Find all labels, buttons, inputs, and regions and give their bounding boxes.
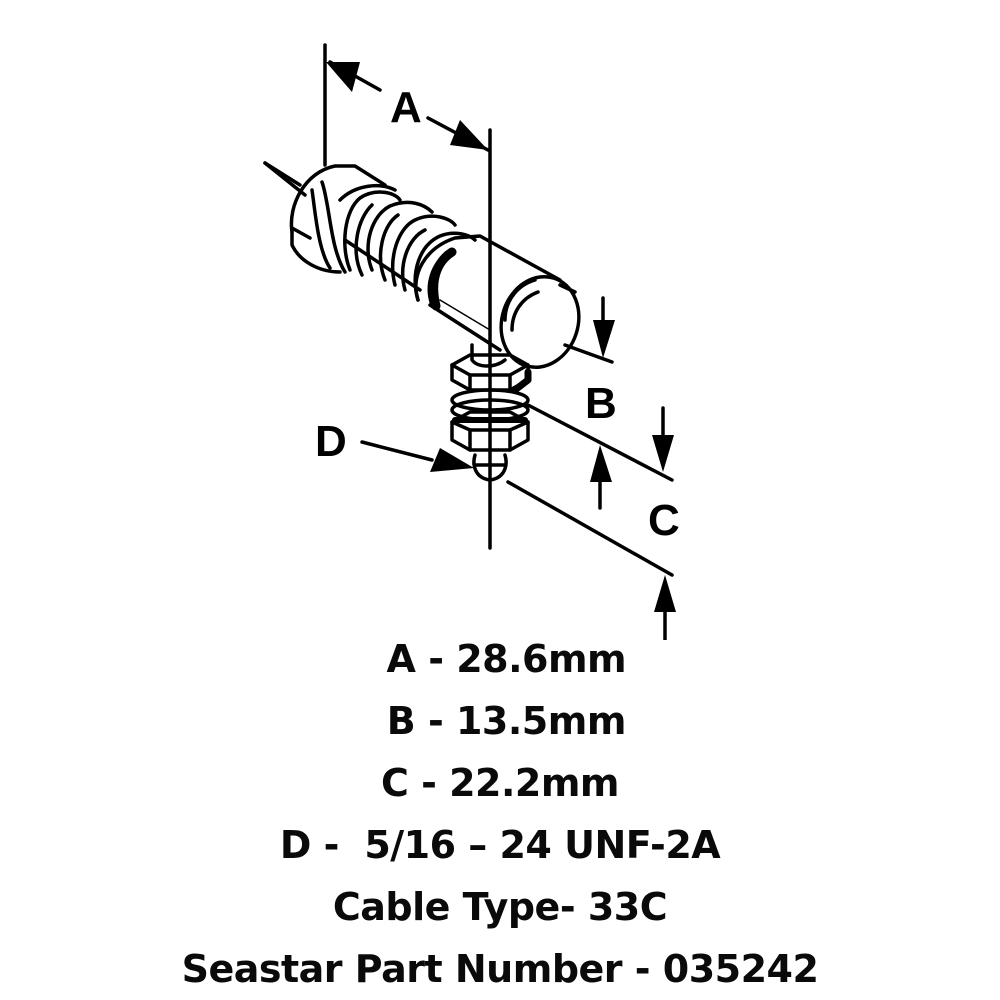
cable-wire bbox=[263, 161, 307, 197]
part-drawing: A B C D bbox=[263, 43, 680, 640]
threaded-body bbox=[338, 183, 477, 302]
spec-d: D - 5/16 – 24 UNF-2A bbox=[279, 823, 721, 867]
arrow-c-up-lower bbox=[654, 575, 676, 612]
end-collar bbox=[289, 164, 387, 274]
callout-d: D bbox=[315, 417, 347, 466]
callout-c: C bbox=[648, 496, 680, 545]
spec-a: A - 28.6mm bbox=[373, 637, 627, 681]
part-number: Seastar Part Number - 035242 bbox=[181, 947, 819, 991]
cable-type: Cable Type- 33C bbox=[332, 885, 668, 929]
barrel bbox=[414, 234, 562, 352]
callout-b: B bbox=[585, 379, 617, 428]
arrow-b-down bbox=[593, 320, 615, 358]
arrow-c-down bbox=[652, 435, 674, 472]
arrow-a-right bbox=[450, 120, 488, 150]
callout-a: A bbox=[390, 83, 422, 132]
spec-list: A - 28.6mm B - 13.5mm C - 22.2mm D - 5/1… bbox=[0, 628, 1000, 1000]
spec-b: B - 13.5mm bbox=[374, 699, 627, 743]
spec-c: C - 22.2mm bbox=[380, 761, 620, 805]
dimension-lines bbox=[323, 43, 674, 640]
dimension-arrows bbox=[326, 62, 676, 612]
arrow-a-left bbox=[326, 62, 360, 92]
arrow-c-up bbox=[590, 445, 612, 482]
arrow-d bbox=[430, 448, 474, 472]
